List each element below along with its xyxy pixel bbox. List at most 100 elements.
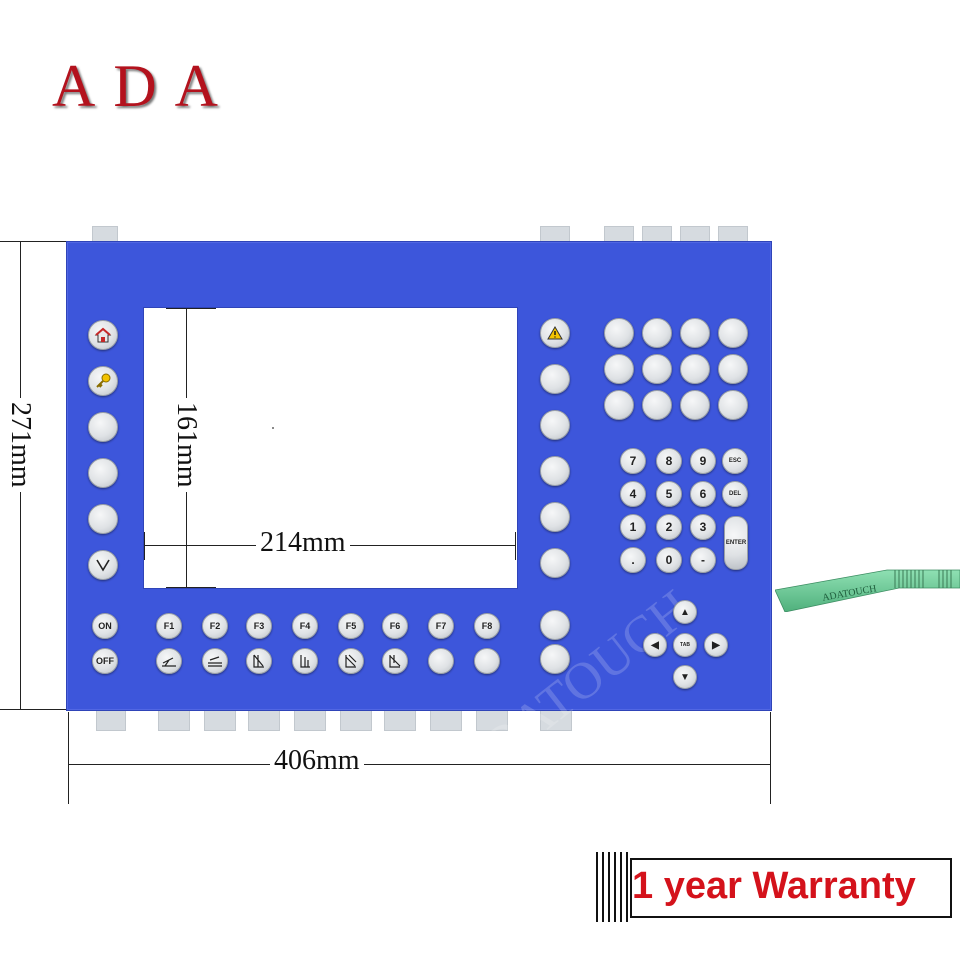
right-key-8[interactable]	[540, 644, 570, 674]
backgauge-icon	[300, 655, 310, 668]
arrow-right-key[interactable]: ▶	[704, 633, 728, 657]
tab-label: TAB	[680, 642, 690, 648]
window-width-tick-left	[144, 532, 145, 560]
arrow-left-icon: ◀	[651, 639, 659, 651]
num-label: 7	[629, 454, 637, 468]
num-label: 9	[699, 454, 707, 468]
f2-key[interactable]: F2	[202, 613, 228, 639]
ribbon-cable	[775, 569, 960, 612]
left-key-3[interactable]	[88, 412, 118, 442]
grid-key[interactable]	[680, 390, 710, 420]
off-key-label: OFF	[96, 656, 114, 666]
arrow-up-key[interactable]: ▲	[673, 600, 697, 624]
del-key[interactable]: DEL	[722, 481, 748, 507]
num-label: 2	[665, 520, 673, 534]
left-key-5[interactable]	[88, 504, 118, 534]
warning-icon	[547, 326, 563, 340]
num-4-key[interactable]: 4	[620, 481, 646, 507]
num-2-key[interactable]: 2	[656, 514, 682, 540]
arrow-down-icon: ▼	[680, 671, 690, 683]
f8-key[interactable]: F8	[474, 613, 500, 639]
right-key-7[interactable]	[540, 610, 570, 640]
height-dim-tick-bottom	[0, 709, 66, 710]
minus-key[interactable]: -	[690, 547, 716, 573]
warranty-badge	[630, 858, 952, 918]
window-height-tick-bottom	[166, 587, 216, 588]
grid-key[interactable]	[642, 318, 672, 348]
grid-key[interactable]	[642, 354, 672, 384]
arrow-right-icon: ▶	[712, 639, 720, 651]
width-dim-tick-right	[770, 712, 771, 804]
num-label: 6	[699, 487, 707, 501]
num-0-key[interactable]: 0	[656, 547, 682, 573]
num-label: 8	[665, 454, 673, 468]
home-key[interactable]	[88, 320, 118, 350]
f2-label: F2	[209, 621, 221, 631]
bend-key-6[interactable]	[382, 648, 408, 674]
num-label: 1	[629, 520, 637, 534]
warranty-stripes	[596, 852, 628, 922]
right-key-3[interactable]	[540, 410, 570, 440]
esc-key[interactable]: ESC	[722, 448, 748, 474]
right-key-6[interactable]	[540, 548, 570, 578]
width-dim-label: 406mm	[270, 745, 364, 777]
f1-key[interactable]: F1	[156, 613, 182, 639]
f5-key[interactable]: F5	[338, 613, 364, 639]
enter-key[interactable]: ENTER	[724, 516, 748, 570]
grid-key[interactable]	[718, 354, 748, 384]
alarm-key[interactable]	[540, 318, 570, 348]
right-key-5[interactable]	[540, 502, 570, 532]
bend-key-2[interactable]	[202, 648, 228, 674]
blank-key-8[interactable]	[474, 648, 500, 674]
grid-key[interactable]	[604, 390, 634, 420]
num-1-key[interactable]: 1	[620, 514, 646, 540]
f6-label: F6	[389, 621, 401, 631]
bend-program-icon	[389, 655, 401, 668]
f5-label: F5	[345, 621, 357, 631]
num-7-key[interactable]: 7	[620, 448, 646, 474]
right-key-2[interactable]	[540, 364, 570, 394]
bend-key-1[interactable]	[156, 648, 182, 674]
f7-key[interactable]: F7	[428, 613, 454, 639]
bend-key-4[interactable]	[292, 648, 318, 674]
left-key-4[interactable]	[88, 458, 118, 488]
off-key[interactable]: OFF	[92, 648, 118, 674]
height-dim-tick-top	[0, 241, 66, 242]
home-icon	[94, 327, 112, 343]
f3-label: F3	[253, 621, 265, 631]
blank-key-7[interactable]	[428, 648, 454, 674]
f4-key[interactable]: F4	[292, 613, 318, 639]
bend-key-3[interactable]	[246, 648, 272, 674]
grid-key[interactable]	[680, 354, 710, 384]
on-key[interactable]: ON	[92, 613, 118, 639]
num-label: .	[631, 553, 635, 567]
num-3-key[interactable]: 3	[690, 514, 716, 540]
key-access-key[interactable]	[88, 366, 118, 396]
f6-key[interactable]: F6	[382, 613, 408, 639]
num-9-key[interactable]: 9	[690, 448, 716, 474]
grid-key[interactable]	[642, 390, 672, 420]
right-key-4[interactable]	[540, 456, 570, 486]
grid-key[interactable]	[604, 318, 634, 348]
bend-key-5[interactable]	[338, 648, 364, 674]
num-label: 0	[665, 553, 673, 567]
num-8-key[interactable]: 8	[656, 448, 682, 474]
arrow-up-icon: ▲	[680, 606, 690, 618]
grid-key[interactable]	[680, 318, 710, 348]
f3-key[interactable]: F3	[246, 613, 272, 639]
num-5-key[interactable]: 5	[656, 481, 682, 507]
f4-label: F4	[299, 621, 311, 631]
key-icon	[96, 373, 111, 388]
num-6-key[interactable]: 6	[690, 481, 716, 507]
grid-key[interactable]	[718, 318, 748, 348]
grid-key[interactable]	[604, 354, 634, 384]
grid-key[interactable]	[718, 390, 748, 420]
down-key[interactable]	[88, 550, 118, 580]
window-height-dim-label: 161mm	[170, 398, 202, 492]
arrow-left-key[interactable]: ◀	[643, 633, 667, 657]
dot-key[interactable]: .	[620, 547, 646, 573]
tab-key[interactable]: TAB	[673, 633, 697, 657]
f8-label: F8	[481, 621, 493, 631]
arrow-down-key[interactable]: ▼	[673, 665, 697, 689]
window-height-tick-top	[166, 308, 216, 309]
